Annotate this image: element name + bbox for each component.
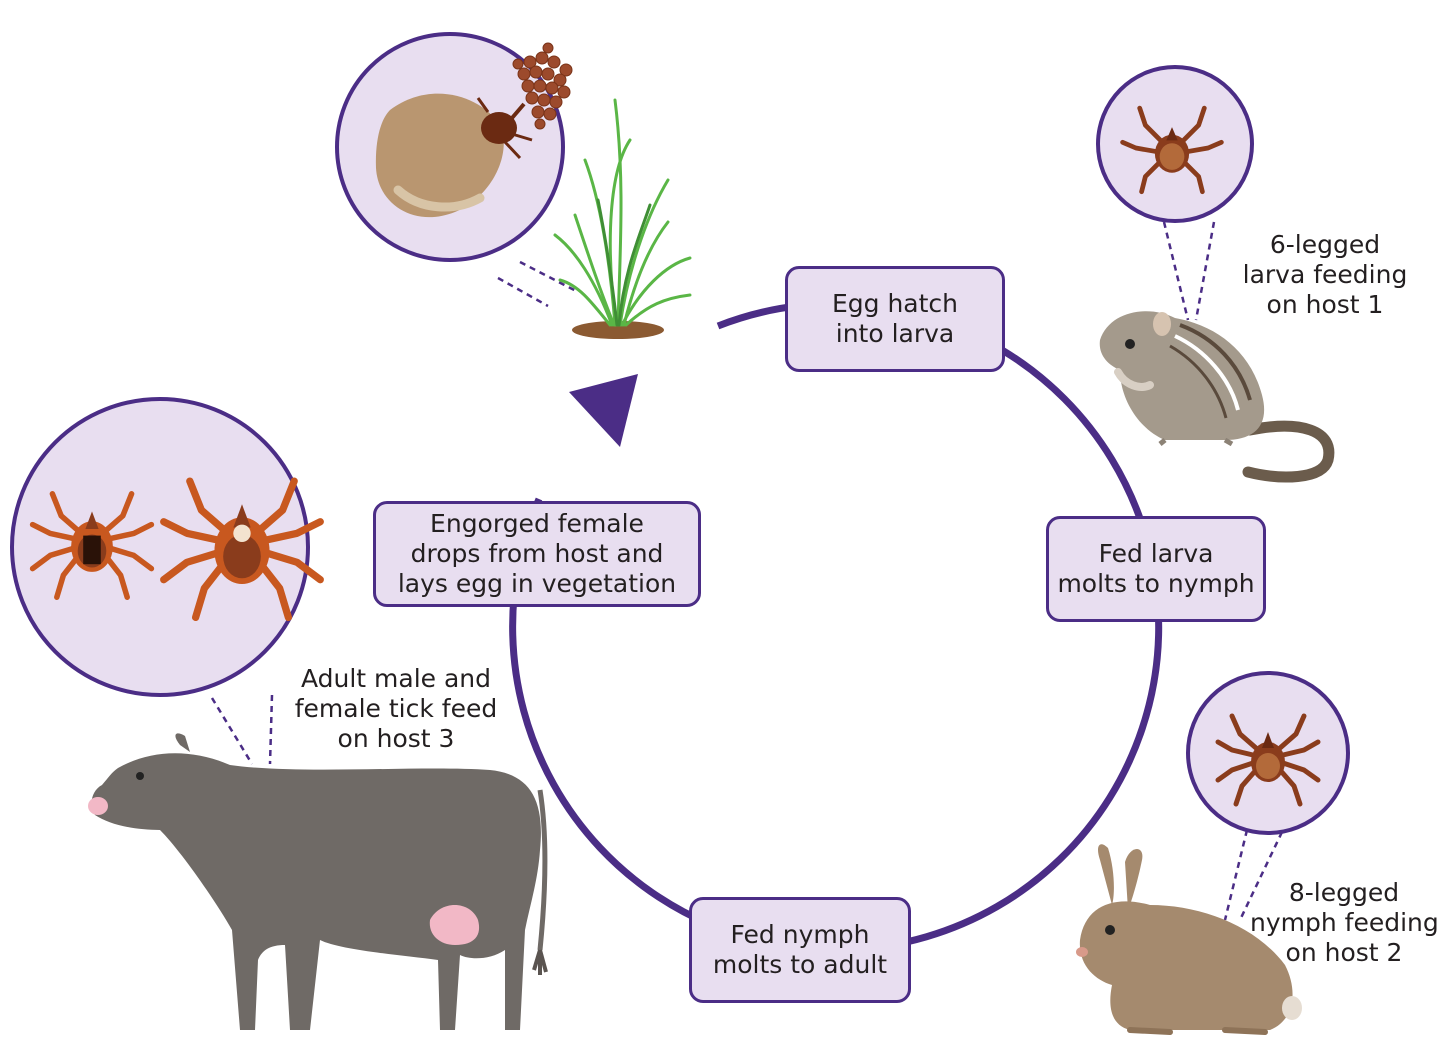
larva-bubble — [1098, 67, 1252, 221]
caption-nymph-line-1: 8-legged — [1250, 878, 1438, 908]
nymph-bubble — [1188, 673, 1348, 833]
stage-egg-hatch: Egg hatch into larva — [785, 266, 1005, 372]
cow-icon — [88, 733, 546, 1030]
stage-engorged-female: Engorged female drops from host and lays… — [373, 501, 701, 607]
caption-nymph-line-2: nymph feeding — [1250, 908, 1438, 938]
stage-fed-larva-line-2: molts to nymph — [1057, 569, 1254, 599]
stage-engorged-female-line-2: drops from host and — [411, 539, 664, 569]
stage-fed-nymph: Fed nymph molts to adult — [689, 897, 911, 1003]
caption-larva-host: 6-legged larva feeding on host 1 — [1230, 230, 1420, 320]
stage-egg-hatch-line-2: into larva — [836, 319, 955, 349]
caption-adult-line-3: on host 3 — [292, 724, 500, 754]
stage-fed-larva: Fed larva molts to nymph — [1046, 516, 1266, 622]
stage-egg-hatch-line-1: Egg hatch — [832, 289, 958, 319]
caption-adult-line-2: female tick feed — [292, 694, 500, 724]
caption-larva-line-3: on host 1 — [1230, 290, 1420, 320]
caption-adult-host: Adult male and female tick feed on host … — [292, 664, 500, 754]
stage-engorged-female-line-3: lays egg in vegetation — [398, 569, 676, 599]
adult-bubble — [12, 399, 320, 695]
grass-tuft-icon — [555, 100, 690, 339]
caption-larva-line-2: larva feeding — [1230, 260, 1420, 290]
stage-fed-nymph-line-2: molts to adult — [713, 950, 887, 980]
caption-nymph-line-3: on host 2 — [1250, 938, 1438, 968]
caption-larva-line-1: 6-legged — [1230, 230, 1420, 260]
stage-engorged-female-line-1: Engorged female — [430, 509, 644, 539]
caption-adult-line-1: Adult male and — [292, 664, 500, 694]
stage-fed-nymph-line-1: Fed nymph — [731, 920, 870, 950]
caption-nymph-host: 8-legged nymph feeding on host 2 — [1250, 878, 1438, 968]
egg-laying-bubble — [337, 34, 572, 260]
cycle-arrow-head — [569, 374, 638, 447]
stage-fed-larva-line-1: Fed larva — [1099, 539, 1214, 569]
chipmunk-icon — [1100, 311, 1329, 477]
